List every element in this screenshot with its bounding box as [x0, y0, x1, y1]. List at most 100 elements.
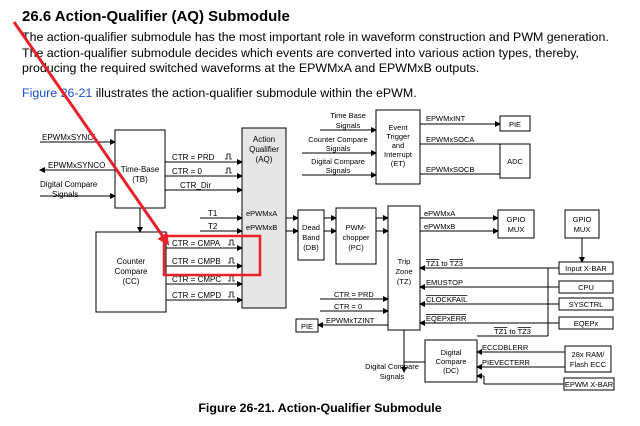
tz-label-1: Trip [398, 257, 411, 266]
gpio-mux-label-1: GPIO [507, 215, 526, 224]
eccdblerr-label: ECCDBLERR [482, 343, 529, 352]
et-in-cc-1: Counter Compare [308, 135, 368, 144]
figure-reference-text: illustrates the action-qualifier submodu… [92, 86, 417, 100]
t1-label: T1 [208, 209, 218, 218]
aq-out-b: ePWMxB [246, 223, 277, 232]
gpio-mux-label-2: MUX [508, 225, 525, 234]
et-in-cc-2: Signals [326, 144, 351, 153]
pulse-icon [228, 291, 235, 298]
aq-label-1: Action [253, 135, 275, 144]
gpio-mux-block [497, 209, 535, 239]
tz-out-b: ePWMxB [424, 222, 455, 231]
action-qualifier-block [241, 127, 287, 309]
t2-label: T2 [208, 222, 218, 231]
et-in-tb-1: Time Base [330, 111, 366, 120]
et-out-soca: EPWMxSOCA [426, 135, 474, 144]
aq-out-a: ePWMxA [246, 209, 277, 218]
tb-signal-ctr-prd: CTR = PRD [172, 153, 215, 162]
body-paragraph: The action-qualifier submodule has the m… [22, 30, 609, 75]
pie-tz-block [295, 318, 319, 333]
emustop-label: EMUSTOP [426, 278, 463, 287]
db-label-3: (DB) [303, 243, 319, 252]
dc-signals-label-2: Signals [380, 372, 405, 381]
pulse-icon [228, 275, 235, 282]
pie-block [499, 115, 531, 132]
dc-tz-pins-label: TZ1 to TZ3 [494, 327, 531, 336]
sync-out-label: EPWMxSYNCO [48, 161, 105, 170]
cc-signal-cmpc: CTR = CMPC [172, 275, 221, 284]
et-in-dc-1: Digital Compare [311, 157, 365, 166]
pc-label-2: chopper [342, 233, 370, 242]
dc-signals-label-1: Digital Compare [365, 362, 419, 371]
gpio-mux-right-label-1: GPIO [573, 215, 592, 224]
et-in-dc-2: Signals [326, 166, 351, 175]
event-trigger-block [375, 109, 421, 185]
dc-label-3: (DC) [443, 366, 459, 375]
cc-signal-cmpd: CTR = CMPD [172, 291, 221, 300]
et-label-1: Event [388, 123, 408, 132]
counter-compare-label-1: Counter [117, 257, 146, 266]
dc-label-1: Digital [441, 348, 462, 357]
db-label-1: Dead [302, 223, 320, 232]
time-base-block [114, 129, 166, 209]
highlight-box [162, 234, 262, 277]
eqeperr-label: EQEPxERR [426, 314, 467, 323]
sysctrl-label: SYSCTRL [569, 300, 604, 309]
pc-label-1: PWM- [346, 223, 367, 232]
pievecterr-label: PIEVECTERR [482, 358, 531, 367]
pulse-icon [225, 153, 232, 160]
eqep-label: EQEPx [574, 319, 599, 328]
digital-compare-block [424, 339, 478, 383]
pulse-icon [228, 257, 235, 264]
figure-link[interactable]: Figure 26-21 [22, 86, 93, 100]
gpio-mux-right-block [564, 209, 600, 239]
et-label-5: (ET) [391, 159, 406, 168]
pulse-icon [228, 239, 235, 246]
dc-input-label-2: Signals [52, 190, 78, 199]
et-out-int: EPWMxINT [426, 114, 466, 123]
figure-reference-line: Figure 26-21 illustrates the action-qual… [22, 86, 627, 100]
trip-zone-block [387, 205, 421, 331]
et-in-tb-2: Signals [336, 121, 361, 130]
ram-flash-ecc-block [564, 345, 612, 373]
tzint-label: EPWMxTZINT [326, 316, 375, 325]
tz-pins-label: TZ1 to TZ3 [426, 259, 463, 268]
counter-compare-label-3: (CC) [123, 277, 140, 286]
dc-input-label-1: Digital Compare [40, 180, 98, 189]
adc-label: ADC [507, 157, 523, 166]
time-base-label-1: Time-Base [121, 165, 160, 174]
tz-ctr-prd-label: CTR = PRD [334, 290, 374, 299]
et-label-3: and [392, 141, 405, 150]
pie-label: PIE [509, 120, 521, 129]
cpu-label: CPU [578, 283, 594, 292]
tz-ctr-zero-label: CTR = 0 [334, 302, 362, 311]
tb-signal-ctr-dir: CTR_Dir [180, 181, 211, 190]
ram-flash-label-2: Flash ECC [570, 360, 607, 369]
db-label-2: Band [302, 233, 320, 242]
epwm-xbar-label: EPWM X-BAR [565, 380, 614, 389]
aq-label-2: Qualifier [249, 145, 279, 154]
clockfail-label: CLOCKFAIL [426, 295, 467, 304]
highlight-arrow [12, 21, 170, 246]
adc-block [499, 143, 531, 179]
pulse-icon [225, 167, 232, 174]
cc-signal-cmpb: CTR = CMPB [172, 257, 221, 266]
et-out-socb: EPWMxSOCB [426, 165, 474, 174]
sync-in-label: EPWMxSYNCI [42, 133, 95, 142]
figure-caption: Figure 26-21. Action-Qualifier Submodule [198, 401, 442, 415]
aq-label-3: (AQ) [256, 155, 273, 164]
tz-out-a: ePWMxA [424, 209, 455, 218]
ram-flash-label-1: 28x RAM/ [572, 350, 606, 359]
tz-label-3: (TZ) [397, 277, 412, 286]
tz-label-2: Zone [395, 267, 412, 276]
pie-tz-label: PIE [301, 322, 313, 331]
et-label-2: Trigger [386, 132, 410, 141]
section-heading: 26.6 Action-Qualifier (AQ) Submodule [22, 8, 290, 25]
counter-compare-block [95, 231, 167, 313]
dead-band-block [297, 209, 325, 261]
tb-signal-ctr-zero: CTR = 0 [172, 167, 203, 176]
input-xbar-label: Input X-BAR [565, 264, 607, 273]
dc-label-2: Compare [436, 357, 467, 366]
gpio-mux-right-label-2: MUX [574, 225, 591, 234]
